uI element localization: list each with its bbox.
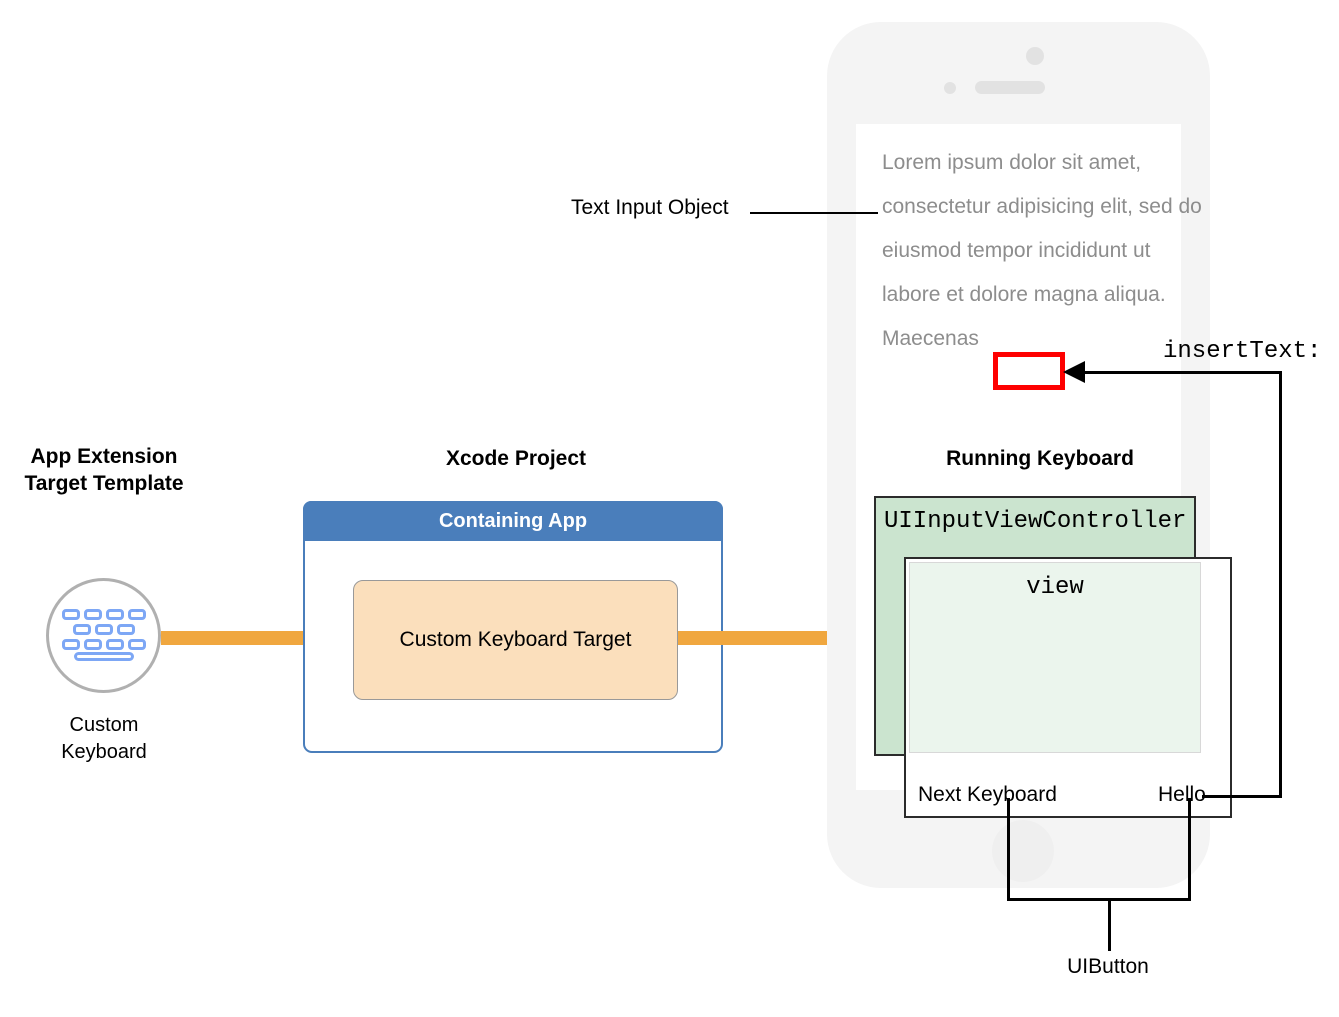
uiinputviewcontroller-label: UIInputViewController [884,508,1187,535]
containing-app-label: Containing App [303,501,723,541]
uibutton-bracket-right [1188,798,1191,900]
insert-text-leader-bottom [1202,795,1282,798]
insert-text-leader-horizontal [1083,371,1282,374]
insert-text-leader-vertical [1279,371,1282,798]
text-input-object-callout-label: Text Input Object [571,196,729,219]
arrow-template-to-xcode [161,625,347,651]
custom-keyboard-target-label: Custom Keyboard Target [399,628,632,651]
keyboard-icon [62,609,146,661]
xcode-project-title: Xcode Project [445,447,587,470]
uibutton-callout-label: UIButton [1067,955,1149,978]
uibutton-bracket-bottom [1007,898,1191,901]
custom-keyboard-target-box[interactable]: Custom Keyboard Target [353,580,678,700]
text-input-object-leader-line [750,212,878,214]
hello-button[interactable]: Hello [1158,783,1206,806]
next-keyboard-button[interactable]: Next Keyboard [918,783,1057,806]
inserted-text-highlight [993,352,1065,390]
running-keyboard-title: Running Keyboard [946,447,1134,470]
uibutton-bracket-stem [1108,898,1111,951]
sensor-icon [944,82,956,94]
custom-keyboard-caption: Custom Keyboard [61,714,147,763]
view-label: view [1026,574,1084,601]
arrow-xcode-to-running-keyboard [678,625,870,651]
keyboard-view-inner-box [909,562,1201,753]
text-input-object-content[interactable]: Lorem ipsum dolor sit amet, consectetur … [882,151,1202,350]
app-extension-template-title: App Extension Target Template [24,445,184,495]
speaker-icon [975,81,1045,94]
camera-icon [1026,47,1044,65]
insert-text-arrowhead-icon [1063,361,1085,383]
home-button[interactable] [992,820,1054,882]
insert-text-callout-label: insertText: [1163,338,1322,365]
uibutton-bracket-left [1007,798,1010,900]
custom-keyboard-circle [46,578,161,693]
